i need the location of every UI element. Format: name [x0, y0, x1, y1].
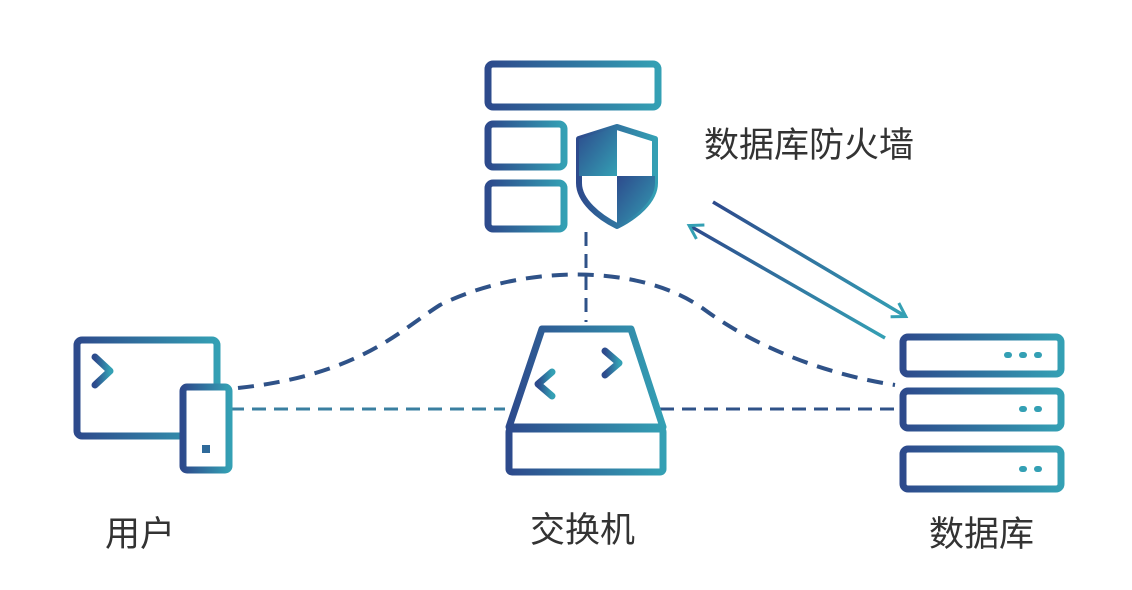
firewall-label: 数据库防火墙 — [704, 126, 914, 166]
user-to-database-curved-link — [237, 272, 896, 390]
connections — [230, 200, 909, 411]
switch-label: 交换机 — [530, 511, 635, 551]
database-label: 数据库 — [929, 515, 1034, 555]
firewall-to-database-arrow — [712, 200, 909, 319]
shield-server-icon — [484, 60, 662, 233]
database-server-icon — [899, 333, 1065, 493]
user-label: 用户 — [105, 515, 175, 555]
desktop-and-mobile-icon — [73, 336, 233, 474]
network-switch-icon — [505, 325, 667, 476]
database-to-firewall-arrow — [686, 223, 886, 340]
